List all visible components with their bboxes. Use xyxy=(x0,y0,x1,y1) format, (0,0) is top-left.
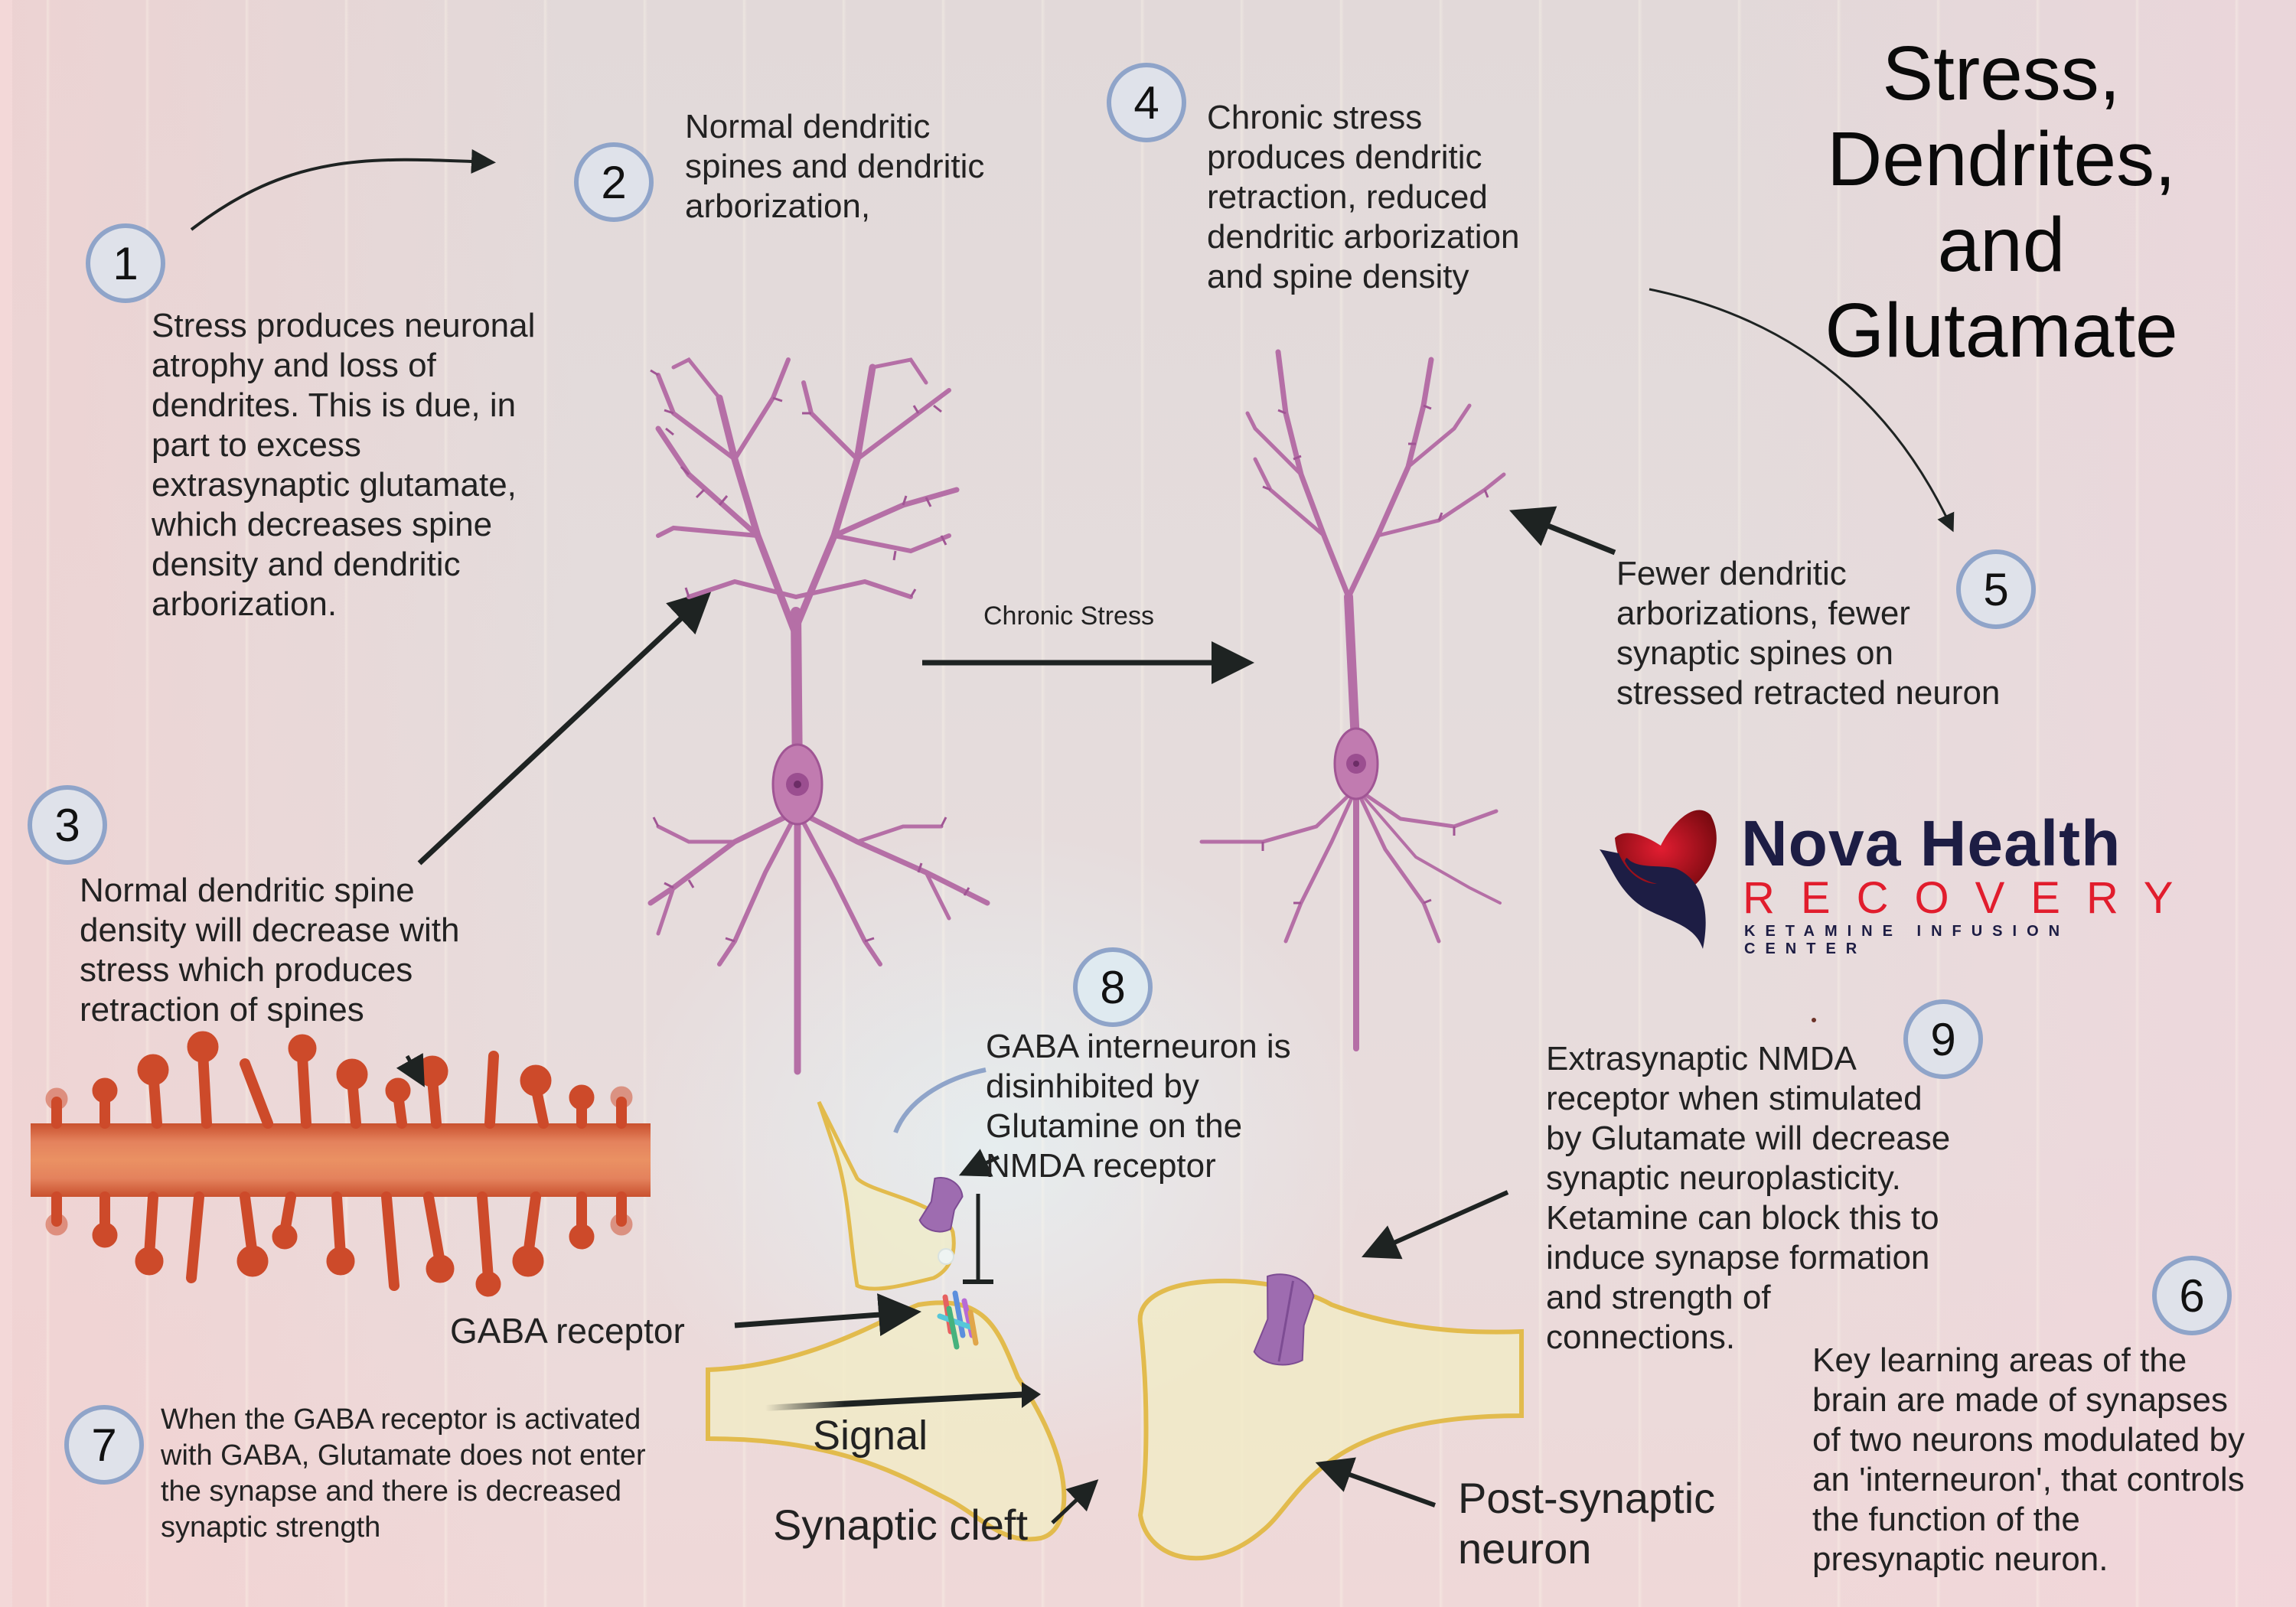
step-4-text: Chronic stress produces dendritic retrac… xyxy=(1207,99,1520,295)
synaptic-cleft-arrow xyxy=(1051,1479,1099,1524)
synapse-illustration xyxy=(706,1018,1816,1561)
step-number-1: 1 xyxy=(86,223,165,303)
logo-brand-name: Nova Health xyxy=(1741,807,2122,879)
step-number-9: 9 xyxy=(1903,999,1983,1079)
extrasynaptic-nmda-receptor xyxy=(1253,1273,1315,1366)
step-6-text: Key learning areas of the brain are made… xyxy=(1812,1341,2245,1578)
arrow-3-to-neuron xyxy=(417,589,713,865)
step-7-text: When the GABA receptor is activated with… xyxy=(161,1403,646,1543)
step-5-text: Fewer dendritic arborizations, fewer syn… xyxy=(1616,555,2001,712)
stressed-neuron xyxy=(1199,349,1506,1051)
gaba-receptor-label: GABA receptor xyxy=(450,1311,685,1351)
step-number-5: 5 xyxy=(1956,549,2036,629)
arrow-5-to-neuron xyxy=(1509,506,1616,556)
nova-health-logo: Nova Health RECOVERY KETAMINE INFUSION C… xyxy=(1596,796,2173,957)
gaba-receptor-protein xyxy=(937,1290,979,1350)
interneuron-nmda-arrow xyxy=(958,1149,1000,1177)
interneuron-terminal xyxy=(817,1100,956,1291)
page-title: Stress, Dendrites, and Glutamate xyxy=(1825,31,2178,373)
gaba-receptor-arrow xyxy=(734,1293,921,1337)
normal-neuron xyxy=(647,357,990,1075)
step-8-text: GABA interneuron is disinhibited by Glut… xyxy=(986,1028,1291,1185)
step8-pointer xyxy=(893,1068,987,1134)
nmda-pointer-arrow xyxy=(1362,1190,1509,1260)
stressed-neuron-spines xyxy=(1261,404,1489,905)
arrow-1-to-2 xyxy=(190,148,496,231)
dendrite-segment xyxy=(31,1031,651,1297)
signal-label: Signal xyxy=(813,1413,928,1459)
step-9-text: Extrasynaptic NMDA receptor when stimula… xyxy=(1546,1040,1951,1356)
step-number-6: 6 xyxy=(2152,1256,2232,1335)
step-2-text: Normal dendritic spines and dendritic ar… xyxy=(685,108,985,225)
step-number-3: 3 xyxy=(28,785,107,865)
normal-neuron-spines xyxy=(650,369,970,943)
heart-hand-icon xyxy=(1600,810,1717,949)
synaptic-cleft-label: Synaptic cleft xyxy=(773,1501,1029,1549)
postsynaptic-terminal xyxy=(1137,1278,1524,1561)
signal-arrow xyxy=(765,1391,1030,1411)
step-number-2: 2 xyxy=(574,142,654,222)
arrow-4-to-5 xyxy=(1649,288,1955,533)
step-3-text: Normal dendritic spine density will decr… xyxy=(80,872,460,1028)
post-synaptic-arrow xyxy=(1315,1457,1437,1508)
chronic-stress-label: Chronic Stress xyxy=(983,601,1154,631)
step-1-text: Stress produces neuronal atrophy and los… xyxy=(152,307,536,623)
step-number-8: 8 xyxy=(1073,947,1153,1027)
interneuron-vesicle xyxy=(938,1248,954,1265)
step-number-4: 4 xyxy=(1107,63,1186,142)
post-synaptic-label: Post-synaptic neuron xyxy=(1458,1474,1716,1573)
interneuron-nmda-receptor xyxy=(918,1177,964,1233)
spine-pointer-arrow xyxy=(396,1053,425,1087)
logo-brand-recovery: RECOVERY xyxy=(1743,873,2200,923)
logo-tagline: KETAMINE INFUSION CENTER xyxy=(1744,923,2070,957)
step-number-7: 7 xyxy=(64,1405,144,1485)
